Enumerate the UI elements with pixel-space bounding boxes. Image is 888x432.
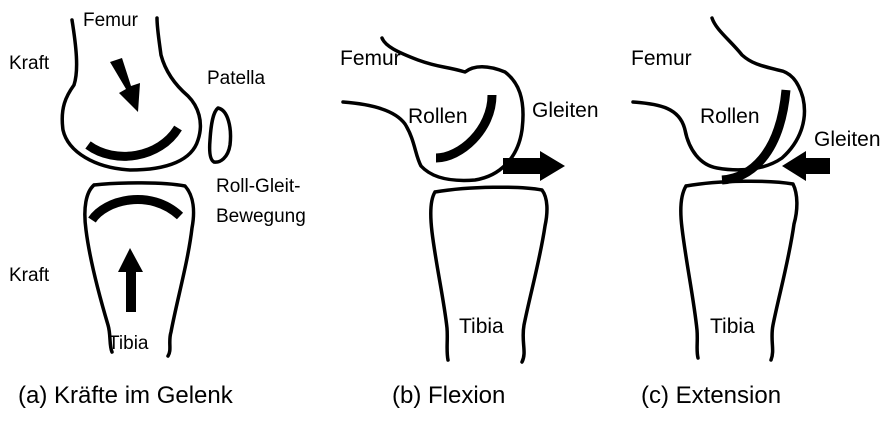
panel-a-femur-force-arrow — [110, 58, 140, 112]
roll-glide-label-line1: Roll-Gleit- — [216, 177, 300, 196]
panel-c-femur-label: Femur — [631, 48, 692, 69]
panel-b-drawing — [343, 38, 565, 362]
panel-a-femur-label: Femur — [83, 11, 138, 30]
panel-a-tibia-label: Tibia — [108, 334, 148, 353]
panel-b-sliding-label: Gleiten — [532, 100, 599, 121]
panel-c-tibia-label: Tibia — [710, 316, 755, 337]
panel-c-sliding-label: Gleiten — [814, 129, 881, 150]
panel-c-femur-outline — [633, 18, 804, 170]
panel-a-drawing — [62, 18, 230, 356]
caption-c: (c) Extension — [641, 384, 781, 408]
caption-a: (a) Kräfte im Gelenk — [18, 384, 233, 408]
panel-b-tibia-label: Tibia — [459, 316, 504, 337]
panel-a-force-bottom-label: Kraft — [9, 266, 49, 285]
panel-c-rolling-arc — [722, 90, 786, 180]
panel-b-rolling-label: Rollen — [408, 106, 468, 127]
panel-c-rolling-label: Rollen — [700, 106, 760, 127]
panel-a-tibia-force-arrow — [118, 248, 143, 312]
panel-a-femur-arc — [88, 128, 178, 156]
patella-label: Patella — [207, 69, 265, 88]
panel-a-tibia-arc — [92, 200, 180, 220]
panel-a-patella-outline — [210, 108, 231, 162]
panel-a-force-top-label: Kraft — [9, 54, 49, 73]
panel-b-femur-label: Femur — [340, 48, 401, 69]
roll-glide-label-line2: Bewegung — [216, 207, 306, 226]
caption-b: (b) Flexion — [392, 384, 505, 408]
panel-c-sliding-arrow — [782, 151, 830, 181]
